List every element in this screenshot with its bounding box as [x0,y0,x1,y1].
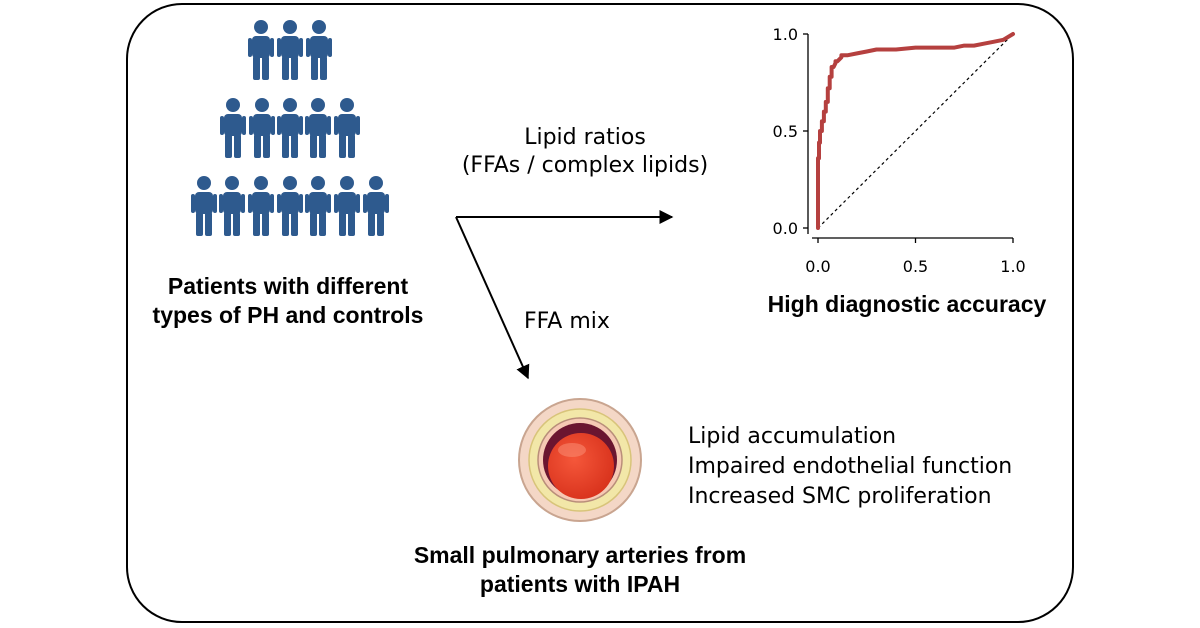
roc-x-tick-label: 0.5 [903,257,928,276]
lipid-ratios-line1: Lipid ratios [524,125,646,150]
lipid-ratios-line2: (FFAs / complex lipids) [461,152,709,178]
roc-x-tick-label: 1.0 [1000,257,1025,276]
artery-lumen [548,433,614,499]
person-icon [363,176,389,236]
person-icon [249,98,275,158]
artery-cross-section-icon [518,398,642,522]
person-icon [277,176,303,236]
effect-endothelial-function: Impaired endothelial function [688,454,1013,479]
flow-arrows [455,210,674,380]
roc-y-tick-label: 1.0 [773,25,798,44]
patients-caption-line2: types of PH and controls [152,301,424,328]
arrow-to-artery [455,216,530,380]
roc-caption: High diagnostic accuracy [767,291,1047,317]
roc-reference-diagonal [817,33,1014,229]
person-icon [334,176,360,236]
person-icon [305,98,331,158]
effect-lipid-accumulation: Lipid accumulation [688,424,897,449]
person-icon [220,98,246,158]
person-icon [306,20,332,80]
artery-caption-line1: Small pulmonary arteries from [413,542,747,568]
roc-curve-chart: 0.0 0.5 1.0 0.0 0.5 1.0 [773,25,1026,276]
roc-y-tick-label: 0.0 [773,219,798,238]
artery-caption: Small pulmonary arteries from patients w… [390,541,770,599]
person-icon [305,176,331,236]
person-icon [191,176,217,236]
effect-smc-proliferation: Increased SMC proliferation [688,484,992,509]
roc-y-tick-label: 0.5 [773,122,798,141]
roc-curve-line [816,32,1015,230]
patient-group-icons [191,20,389,236]
person-icon [248,176,274,236]
lipid-ratios-label: Lipid ratios (FFAs / complex lipids) [420,124,750,179]
artery-effects-list: Lipid accumulation Impaired endothelial … [688,422,1012,512]
roc-ticks: 0.0 0.5 1.0 0.0 0.5 1.0 [773,25,1026,276]
person-icon [334,98,360,158]
roc-x-tick-label: 0.0 [805,257,830,276]
person-icon [277,98,303,158]
roc-series [816,32,1015,230]
person-icon [248,20,274,80]
artery-lumen-highlight [558,443,586,457]
person-icon [277,20,303,80]
patients-caption-line1: Patients with different [167,273,409,299]
roc-axes [807,34,1013,239]
ffa-mix-label: FFA mix [524,309,610,334]
person-icon [219,176,245,236]
patients-caption: Patients with different types of PH and … [138,272,438,330]
artery-caption-line2: patients with IPAH [479,570,681,597]
